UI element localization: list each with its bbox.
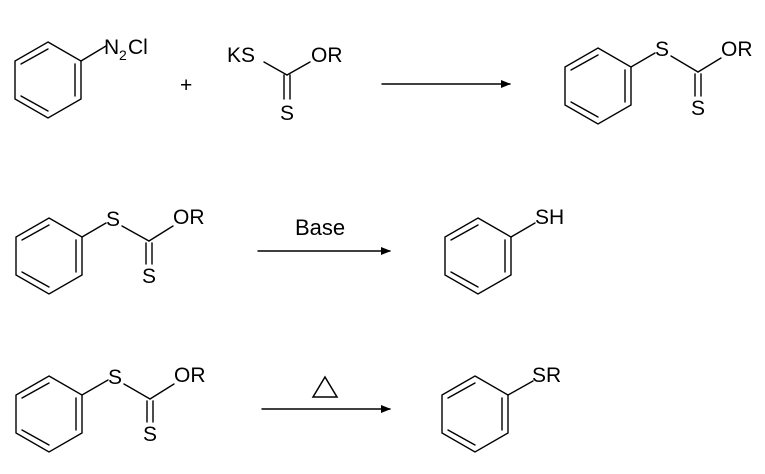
nitrogen-label: N — [104, 36, 119, 59]
or-label: OR — [174, 364, 206, 387]
potassium-xanthate: KS OR S — [227, 44, 343, 125]
xanthate-group-product-1: S OR S — [630, 38, 753, 120]
plus-sign: + — [180, 74, 192, 97]
xanthate-group-reactant-3: S OR S — [81, 364, 206, 446]
ring-sh-bond — [510, 222, 536, 238]
c-or-bond — [697, 57, 722, 73]
benzene-ring-diazonium — [14, 41, 82, 119]
ring-n-bond — [80, 45, 107, 62]
ring-s-bond — [630, 52, 656, 68]
ks-c-bond — [263, 61, 288, 76]
or-label: OR — [173, 206, 205, 229]
thione-s-label: S — [142, 265, 156, 288]
c-or-bond — [149, 383, 175, 400]
ks-label: KS — [227, 44, 255, 67]
thione-s-label: S — [143, 423, 157, 446]
benzene-ring-thioether — [441, 375, 509, 453]
thioether-s-label: S — [655, 38, 669, 61]
nitrogen-subscript: 2 — [119, 47, 127, 63]
thiol-sh-label: SH — [535, 206, 564, 229]
triangle-heat-icon — [311, 375, 339, 398]
chloride-label: Cl — [128, 36, 148, 59]
benzene-ring-reactant-3 — [15, 375, 83, 453]
ring-s-bond — [81, 379, 109, 396]
thioether-s-label: S — [108, 366, 122, 389]
or-label: OR — [721, 38, 753, 61]
c-or-bond — [148, 225, 174, 242]
benzene-ring-product-1 — [564, 47, 632, 125]
s-c-bond — [121, 225, 150, 242]
s-c-bond — [670, 55, 699, 73]
ring-sr-bond — [507, 380, 534, 396]
thione-s-label: S — [280, 102, 294, 125]
or-label: OR — [311, 44, 343, 67]
base-condition-label: Base — [295, 215, 345, 240]
thioether-sr-label: SR — [532, 364, 561, 387]
ring-s-bond — [81, 222, 107, 238]
c-or-bond — [286, 61, 311, 76]
s-c-bond — [123, 383, 151, 400]
xanthate-group-reactant-2: S OR S — [81, 206, 205, 288]
diazonium-label: N 2 Cl — [104, 36, 148, 63]
thione-s-label: S — [691, 97, 705, 120]
benzene-ring-reactant-2 — [15, 217, 83, 295]
thioether-s-label: S — [106, 208, 120, 231]
benzene-ring-thiophenol — [444, 217, 512, 295]
